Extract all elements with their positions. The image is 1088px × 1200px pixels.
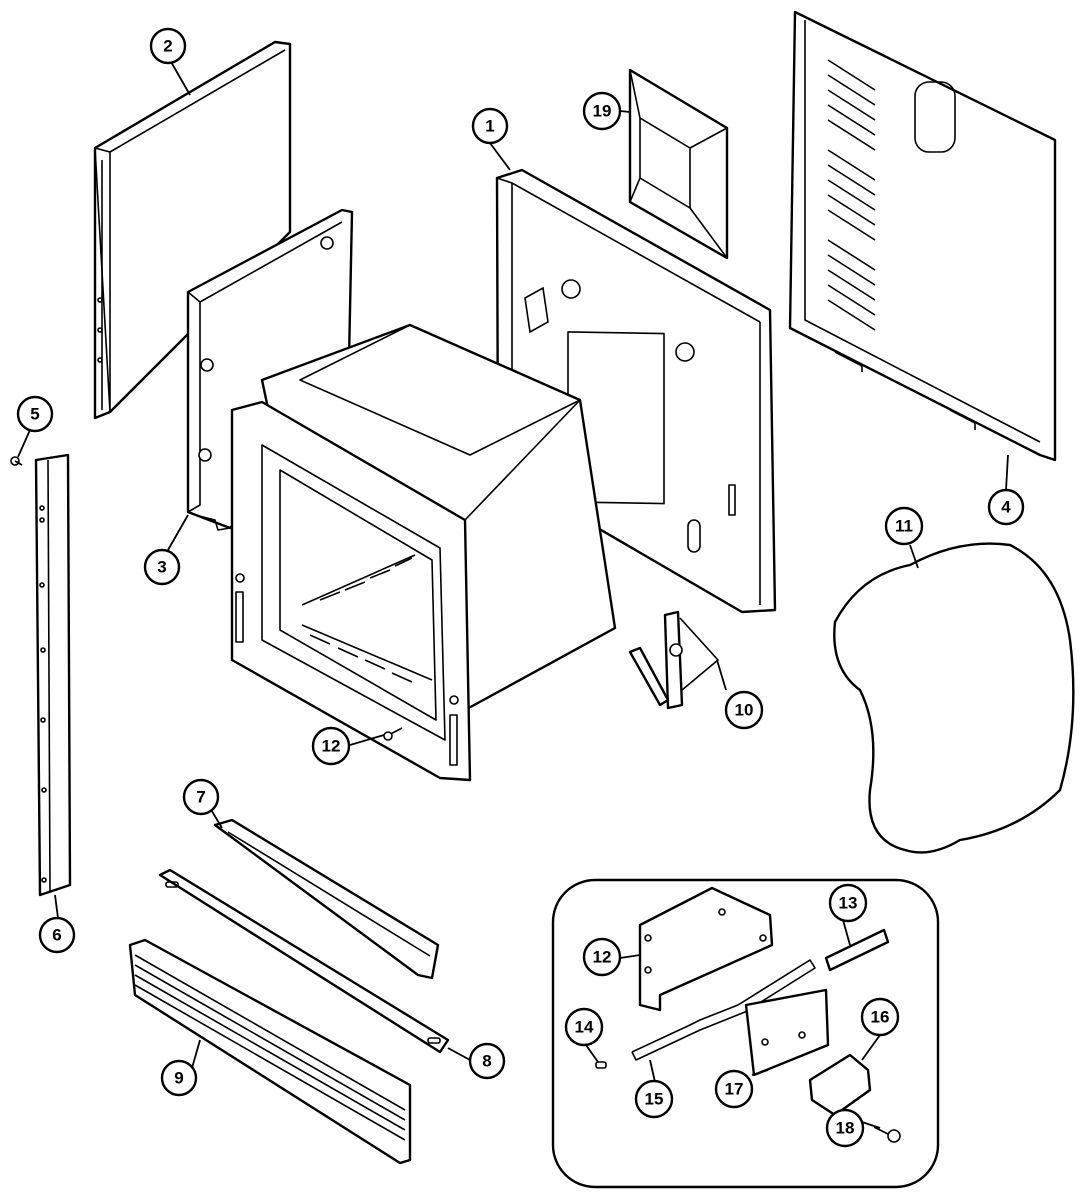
- callout-14: 14: [564, 1007, 604, 1047]
- callout-16: 16: [860, 997, 900, 1037]
- part-6-rail: [34, 453, 72, 897]
- svg-text:9: 9: [174, 1069, 183, 1088]
- callout-3: 3: [143, 548, 181, 586]
- callout-19: 19: [582, 91, 622, 131]
- svg-text:16: 16: [871, 1008, 890, 1027]
- svg-text:14: 14: [575, 1018, 594, 1037]
- callout-17: 17: [714, 1069, 754, 1109]
- callout-15: 15: [634, 1079, 674, 1119]
- svg-text:12: 12: [322, 737, 341, 756]
- callout-11: 11: [884, 506, 924, 546]
- part-10-latch: [628, 610, 719, 710]
- svg-text:1: 1: [485, 117, 494, 136]
- callout-10: 10: [724, 690, 764, 730]
- callout-2: 2: [149, 27, 187, 65]
- svg-text:2: 2: [163, 37, 172, 56]
- part-19-window-panel: [628, 68, 729, 260]
- callout-4: 4: [987, 488, 1025, 526]
- svg-text:5: 5: [30, 405, 39, 424]
- svg-text:11: 11: [895, 517, 913, 536]
- svg-text:18: 18: [836, 1119, 855, 1138]
- part-4-back-panel: [788, 10, 1057, 462]
- svg-text:6: 6: [52, 926, 61, 945]
- oven-cavity: [230, 323, 617, 782]
- svg-text:3: 3: [157, 558, 166, 577]
- callout-9: 9: [160, 1059, 198, 1097]
- svg-text:19: 19: [593, 102, 612, 121]
- part-5-screw: [10, 456, 23, 466]
- svg-text:15: 15: [645, 1090, 664, 1109]
- svg-text:7: 7: [196, 788, 205, 807]
- part-8-strip: [158, 868, 450, 1054]
- svg-text:10: 10: [735, 701, 754, 720]
- part-9-grille: [128, 938, 412, 1165]
- svg-text:13: 13: [839, 894, 858, 913]
- part-11-insulation: [833, 542, 1075, 854]
- svg-text:4: 4: [1001, 498, 1011, 517]
- callout-6: 6: [38, 916, 76, 954]
- callout-13: 13: [828, 883, 868, 923]
- callout-8: 8: [468, 1042, 506, 1080]
- part-12-screw: [383, 727, 403, 741]
- part-2-side-panel: [93, 40, 292, 420]
- part-7-rail: [213, 818, 440, 980]
- callout-12-screw: 12: [311, 726, 351, 766]
- callout-7: 7: [182, 778, 220, 816]
- callout-18: 18: [825, 1108, 865, 1148]
- svg-text:17: 17: [725, 1080, 744, 1099]
- callout-12-bracket: 12: [582, 937, 622, 977]
- svg-text:8: 8: [482, 1052, 491, 1071]
- callout-5: 5: [16, 395, 54, 433]
- callout-1: 1: [471, 107, 509, 145]
- svg-text:12: 12: [593, 948, 612, 967]
